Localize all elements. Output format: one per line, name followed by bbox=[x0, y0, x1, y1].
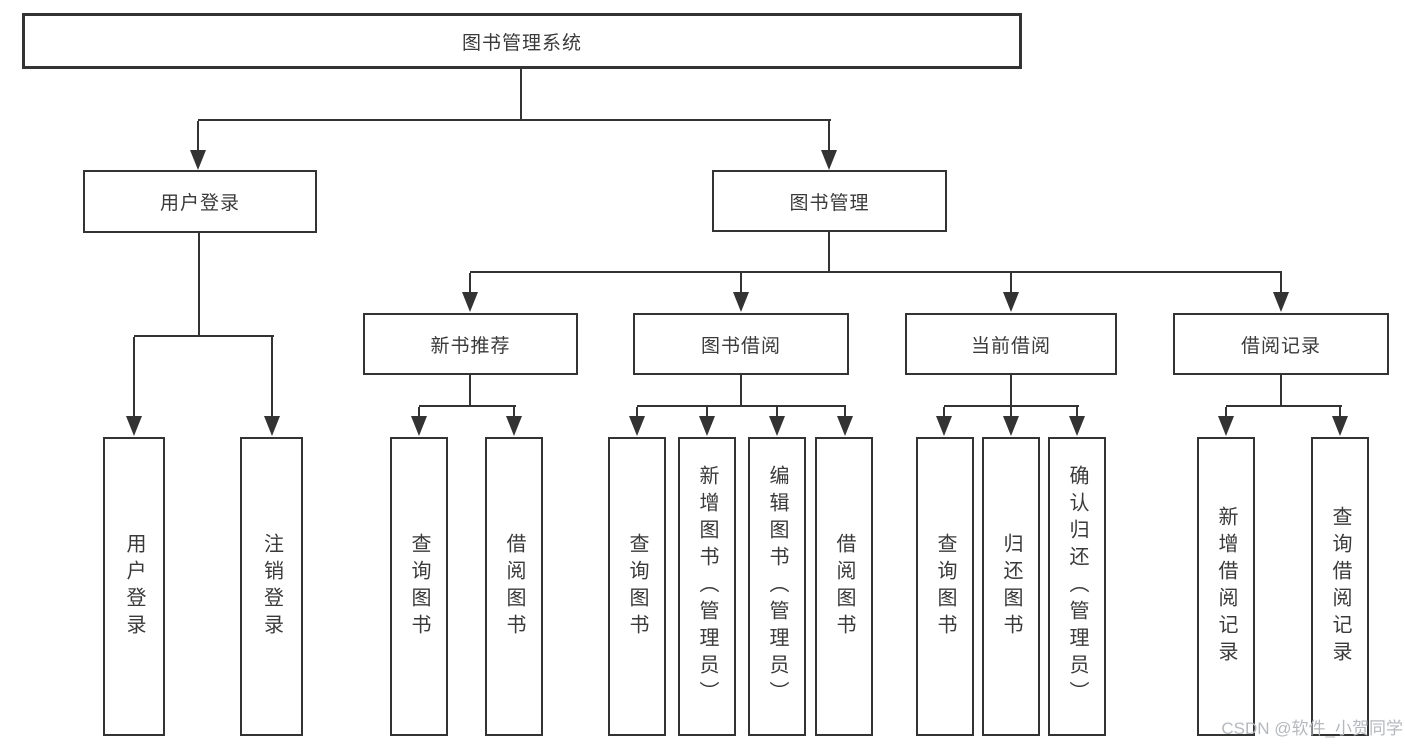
arrow-down-icon bbox=[126, 416, 142, 436]
leaf-borrow-book-recommend: 借阅图书 bbox=[485, 437, 543, 736]
connector-hline bbox=[198, 119, 831, 121]
leaf-label: 用户登录 bbox=[123, 532, 145, 641]
connector-vline bbox=[828, 121, 830, 151]
connector-hline bbox=[470, 271, 1282, 273]
arrow-down-icon bbox=[462, 292, 478, 312]
node-label: 借阅记录 bbox=[1240, 335, 1321, 357]
arrow-down-icon bbox=[411, 416, 427, 436]
connector-vline bbox=[740, 375, 742, 406]
leaf-confirm-return-admin: 确认归还（管理员） bbox=[1048, 437, 1106, 736]
connector-vline bbox=[776, 407, 778, 417]
leaf-label: 查询图书 bbox=[408, 532, 430, 641]
arrow-down-icon bbox=[733, 292, 749, 312]
connector-vline bbox=[133, 337, 135, 416]
connector-vline bbox=[844, 407, 846, 417]
leaf-query-borrow-record: 查询借阅记录 bbox=[1311, 437, 1369, 736]
connector-vline bbox=[1010, 273, 1012, 292]
node-library-management-system: 图书管理系统 bbox=[22, 13, 1022, 69]
leaf-query-book-current: 查询图书 bbox=[916, 437, 974, 736]
node-label: 新书推荐 bbox=[430, 335, 511, 357]
leaf-borrow-book: 借阅图书 bbox=[815, 437, 873, 736]
leaf-label: 注销登录 bbox=[260, 532, 283, 641]
node-book-borrow: 图书借阅 bbox=[633, 313, 849, 375]
leaf-query-book-borrow: 查询图书 bbox=[608, 437, 666, 736]
node-label: 图书借阅 bbox=[700, 335, 781, 357]
arrow-down-icon bbox=[936, 416, 952, 436]
node-label: 图书管理 bbox=[789, 192, 870, 214]
leaf-edit-book-admin: 编辑图书（管理员） bbox=[748, 437, 806, 736]
arrow-down-icon bbox=[821, 150, 837, 170]
connector-vline bbox=[943, 407, 945, 417]
connector-vline bbox=[706, 407, 708, 417]
leaf-label: 借阅图书 bbox=[833, 532, 855, 641]
connector-vline bbox=[1076, 407, 1078, 417]
arrow-down-icon bbox=[506, 416, 522, 436]
node-label: 用户登录 bbox=[159, 193, 240, 214]
arrow-down-icon bbox=[1273, 292, 1289, 312]
node-book-management: 图书管理 bbox=[712, 170, 947, 232]
leaf-return-book: 归还图书 bbox=[982, 437, 1040, 736]
leaf-user-login: 用户登录 bbox=[103, 437, 165, 736]
node-label: 图书管理系统 bbox=[461, 32, 582, 54]
arrow-down-icon bbox=[1332, 416, 1348, 436]
connector-vline bbox=[1010, 407, 1012, 417]
connector-vline bbox=[418, 407, 420, 417]
connector-hline bbox=[944, 405, 1079, 407]
arrow-down-icon bbox=[837, 416, 853, 436]
leaf-label: 查询借阅记录 bbox=[1329, 505, 1351, 668]
connector-vline bbox=[197, 121, 199, 151]
leaf-label: 确认归还（管理员） bbox=[1066, 465, 1088, 708]
arrow-down-icon bbox=[1218, 416, 1234, 436]
connector-vline bbox=[1280, 273, 1282, 292]
leaf-label: 查询图书 bbox=[626, 532, 648, 641]
arrow-down-icon bbox=[190, 150, 206, 170]
connector-vline bbox=[469, 375, 471, 406]
connector-vline bbox=[520, 69, 522, 120]
arrow-down-icon bbox=[1003, 292, 1019, 312]
arrow-down-icon bbox=[264, 416, 280, 436]
arrow-down-icon bbox=[1069, 416, 1085, 436]
connector-vline bbox=[271, 337, 273, 416]
connector-vline bbox=[198, 233, 200, 336]
leaf-query-book-recommend: 查询图书 bbox=[390, 437, 448, 736]
csdn-watermark: CSDN @软件_小贺同学 bbox=[1221, 719, 1403, 738]
connector-vline bbox=[1280, 375, 1282, 406]
connector-vline bbox=[1225, 407, 1227, 417]
connector-vline bbox=[740, 273, 742, 292]
leaf-label: 借阅图书 bbox=[503, 532, 525, 641]
leaf-label: 归还图书 bbox=[1000, 532, 1022, 641]
connector-hline bbox=[1226, 405, 1342, 407]
connector-vline bbox=[828, 232, 830, 272]
connector-hline bbox=[637, 405, 846, 407]
node-user-login: 用户登录 bbox=[83, 170, 317, 233]
node-new-book-recommend: 新书推荐 bbox=[363, 313, 578, 375]
connector-vline bbox=[1339, 407, 1341, 417]
connector-vline bbox=[636, 407, 638, 417]
leaf-label: 查询图书 bbox=[934, 532, 956, 641]
node-current-borrow: 当前借阅 bbox=[905, 313, 1117, 375]
node-label: 当前借阅 bbox=[970, 335, 1051, 357]
leaf-label: 编辑图书（管理员） bbox=[766, 465, 788, 708]
leaf-add-book-admin: 新增图书（管理员） bbox=[678, 437, 736, 736]
connector-vline bbox=[469, 273, 471, 292]
arrow-down-icon bbox=[629, 416, 645, 436]
connector-vline bbox=[513, 407, 515, 417]
leaf-label: 新增借阅记录 bbox=[1215, 505, 1237, 668]
connector-vline bbox=[1010, 375, 1012, 406]
leaf-add-borrow-record: 新增借阅记录 bbox=[1197, 437, 1255, 736]
leaf-logout: 注销登录 bbox=[240, 437, 303, 736]
arrow-down-icon bbox=[769, 416, 785, 436]
connector-hline bbox=[419, 405, 516, 407]
arrow-down-icon bbox=[699, 416, 715, 436]
arrow-down-icon bbox=[1003, 416, 1019, 436]
node-borrow-records: 借阅记录 bbox=[1173, 313, 1389, 375]
leaf-label: 新增图书（管理员） bbox=[696, 465, 718, 708]
connector-hline bbox=[134, 335, 274, 337]
